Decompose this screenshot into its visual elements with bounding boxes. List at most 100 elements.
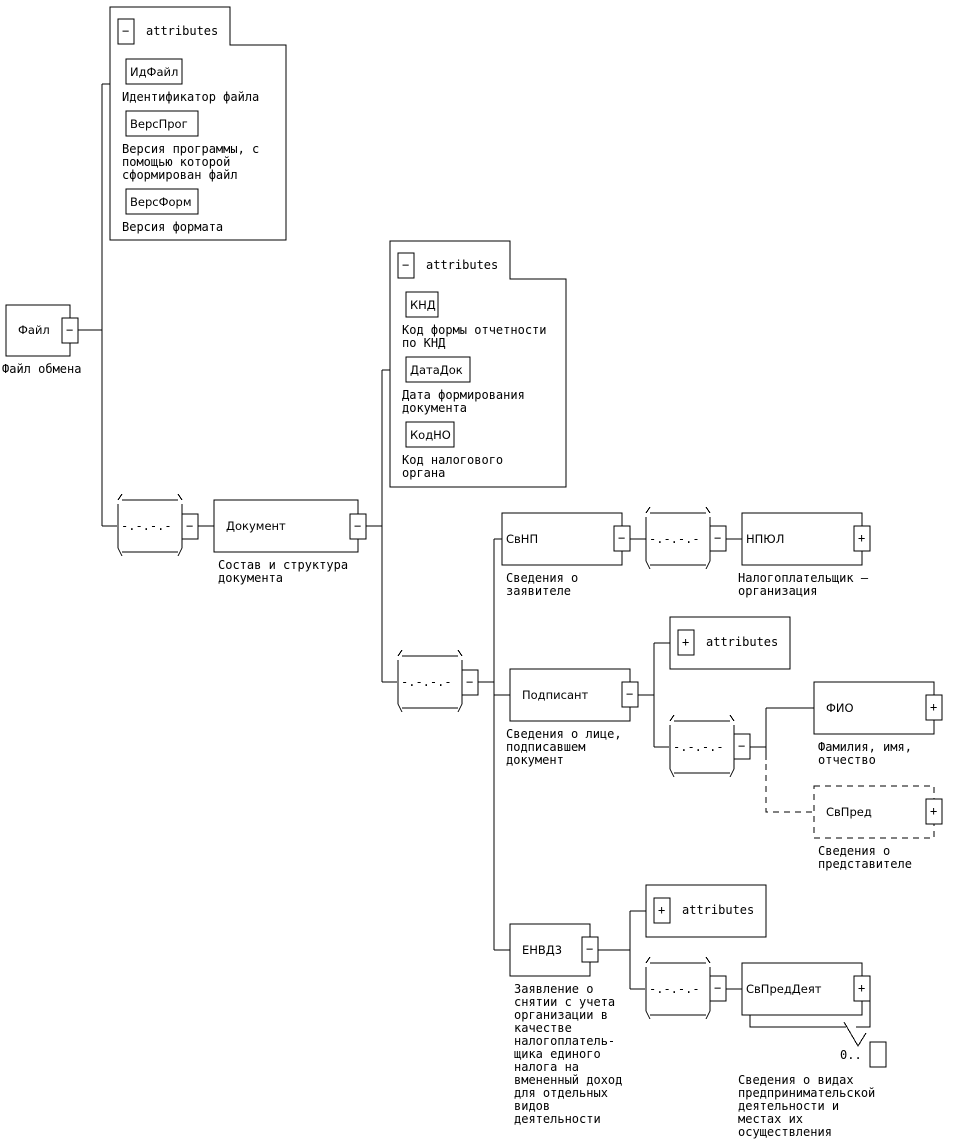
- sequence-compositor-svnp[interactable]: -.-.-.- −: [645, 506, 727, 570]
- node-box: [813, 681, 935, 735]
- node-fail[interactable]: Файл − Файл обмена: [2, 304, 81, 376]
- node-description: Файл обмена: [2, 362, 81, 376]
- collapse-toggle[interactable]: [733, 733, 751, 760]
- description-line: организации в: [514, 1008, 608, 1022]
- node-description: местах их: [738, 1112, 803, 1126]
- choice-compositor-podpisant[interactable]: -.-.-.- −: [669, 714, 751, 778]
- node-name: НПЮЛ: [746, 532, 784, 546]
- attributes-panel-podpisant[interactable]: + attributes: [669, 616, 791, 670]
- plus-icon: +: [658, 903, 665, 917]
- node-name: Подписант: [522, 688, 589, 702]
- collapse-toggle[interactable]: [349, 513, 367, 540]
- collapse-toggle[interactable]: [709, 975, 727, 1002]
- node-svnp[interactable]: СвНП − Сведения о заявителе: [501, 512, 631, 598]
- minus-icon: −: [122, 24, 129, 38]
- minus-icon: −: [586, 942, 593, 956]
- minus-icon: −: [66, 323, 73, 337]
- attribute-kodno[interactable]: КодНО Код налогового органа: [402, 421, 503, 480]
- node-name: Документ: [226, 519, 286, 533]
- attribute-versprog[interactable]: ВерсПрог Версия программы, с помощью кот…: [122, 110, 259, 182]
- node-envd3[interactable]: ЕНВД3 − Заявление о снятии с учета орган…: [509, 923, 622, 1126]
- node-description: представителе: [818, 857, 912, 871]
- node-podpisant[interactable]: Подписант − Сведения о лице, подписавшем…: [506, 668, 639, 767]
- plus-icon: +: [858, 531, 865, 545]
- attribute-box: [405, 356, 471, 383]
- node-description: Фамилия, имя,: [818, 740, 912, 754]
- attributes-label: attributes: [706, 635, 778, 649]
- attributes-panel-envd[interactable]: + attributes: [645, 884, 767, 938]
- attribute-idfail[interactable]: ИдФайл Идентификатор файла: [122, 58, 259, 104]
- node-name: ФИО: [826, 701, 854, 715]
- attribute-box: [125, 188, 199, 215]
- attribute-description: по КНД: [402, 336, 446, 350]
- collapse-toggle[interactable]: [613, 525, 631, 552]
- expand-toggle[interactable]: [853, 975, 871, 1002]
- attribute-description: Дата формирования: [402, 388, 525, 402]
- minus-icon: −: [618, 531, 625, 545]
- node-dokument[interactable]: Документ − Состав и структура документа: [213, 499, 367, 585]
- attributes-toggle[interactable]: [117, 18, 135, 45]
- attribute-description: Идентификатор файла: [122, 90, 259, 104]
- attribute-box: [405, 291, 439, 318]
- attribute-name: КНД: [410, 298, 436, 312]
- node-description: Заявление о снятии с учета организации в…: [514, 982, 622, 1126]
- compositor-bottom: [669, 768, 735, 778]
- collapse-toggle[interactable]: [581, 936, 599, 963]
- attribute-name: ВерсФорм: [130, 195, 192, 209]
- compositor-bottom: [397, 703, 463, 713]
- node-fio[interactable]: ФИО + Фамилия, имя, отчество: [813, 681, 943, 767]
- attribute-box: [405, 421, 455, 448]
- attribute-knd[interactable]: КНД Код формы отчетности по КНД: [402, 291, 547, 350]
- attribute-description: помощью которой: [122, 155, 230, 169]
- node-description: организация: [738, 584, 817, 598]
- collapse-toggle[interactable]: [461, 669, 479, 696]
- attributes-toggle[interactable]: [397, 252, 415, 279]
- attributes-toggle[interactable]: [677, 629, 695, 656]
- attributes-label: attributes: [146, 24, 218, 38]
- node-description: отчество: [818, 753, 876, 767]
- node-description: Сведения о: [506, 571, 578, 585]
- collapse-toggle[interactable]: [61, 317, 79, 344]
- node-box: [741, 962, 863, 1016]
- node-npul[interactable]: НПЮЛ + Налогоплательщик – организация: [738, 512, 871, 598]
- node-svpred-optional[interactable]: СвПред + Сведения о представителе: [813, 785, 943, 871]
- repeat-shadow: [749, 1001, 871, 1028]
- sequence-compositor-2[interactable]: -.-.-.- −: [397, 649, 479, 713]
- plus-icon: +: [682, 635, 689, 649]
- attributes-label: attributes: [426, 258, 498, 272]
- attribute-name: КодНО: [410, 428, 451, 442]
- attribute-name: ДатаДок: [410, 363, 463, 377]
- compositor-top: [645, 506, 711, 514]
- attribute-datadok[interactable]: ДатаДок Дата формирования документа: [402, 356, 525, 415]
- compositor-top: [645, 956, 711, 964]
- minus-icon: −: [402, 258, 409, 272]
- attributes-toggle[interactable]: [653, 897, 671, 924]
- sequence-compositor-1[interactable]: -.-.-.- −: [117, 493, 199, 557]
- description-line: деятельности: [514, 1112, 601, 1126]
- expand-toggle[interactable]: [925, 798, 943, 825]
- collapse-toggle[interactable]: [621, 681, 639, 708]
- minus-icon: −: [466, 675, 473, 689]
- node-svpreddeyat[interactable]: СвПредДеят + 0.. Сведения о видах предпр…: [738, 962, 887, 1139]
- description-line: качестве: [514, 1021, 572, 1035]
- node-description: Налогоплательщик –: [738, 571, 869, 585]
- collapse-toggle[interactable]: [181, 513, 199, 540]
- node-description: Сведения о видах: [738, 1073, 854, 1087]
- sequence-icon: -.-.-.-: [649, 982, 700, 996]
- node-description: Состав и структура: [218, 558, 348, 572]
- attribute-name: ВерсПрог: [130, 117, 188, 131]
- minus-icon: −: [738, 739, 745, 753]
- sequence-icon: -.-.-.-: [649, 532, 700, 546]
- collapse-toggle[interactable]: [709, 525, 727, 552]
- attributes-panel-root: − attributes ИдФайл Идентификатор файла …: [109, 6, 287, 241]
- connectors: [78, 83, 814, 990]
- expand-toggle[interactable]: [925, 694, 943, 721]
- cardinality-box: [869, 1041, 887, 1068]
- description-line: вмененный доход: [514, 1073, 622, 1087]
- expand-toggle[interactable]: [853, 525, 871, 552]
- plus-icon: +: [930, 700, 937, 714]
- attribute-versform[interactable]: ВерсФорм Версия формата: [122, 188, 223, 234]
- sequence-compositor-envd[interactable]: -.-.-.- −: [645, 956, 727, 1020]
- description-line: щика единого: [514, 1047, 601, 1061]
- description-line: налога на: [514, 1060, 579, 1074]
